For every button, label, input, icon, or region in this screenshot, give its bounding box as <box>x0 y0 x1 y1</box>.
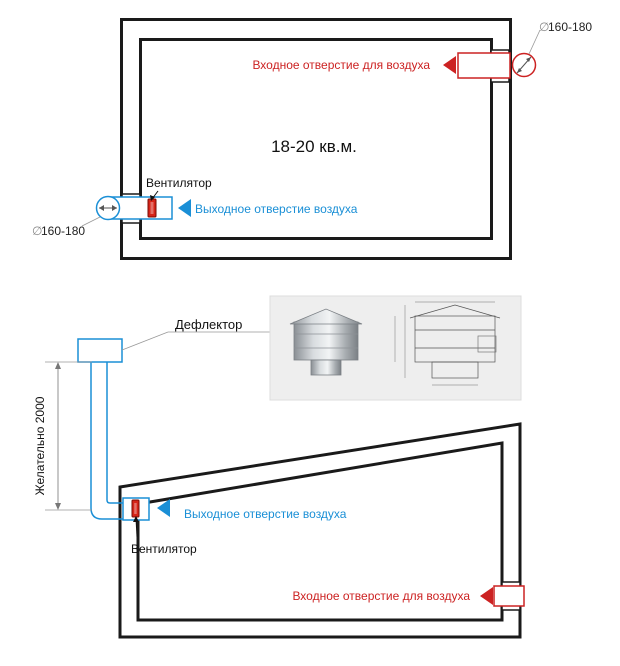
drawing-cap <box>409 304 501 319</box>
top-inlet-label: Входное отверстие для воздуха <box>252 58 430 72</box>
fan-icon-slot <box>150 202 154 214</box>
arrow-head-icon <box>133 516 139 522</box>
deflector-body <box>293 321 359 361</box>
arrow-head-icon <box>55 503 61 510</box>
deflector-cap <box>289 308 363 325</box>
vent-duct: Вентилятор <box>77 338 197 556</box>
drawing-bracket <box>477 335 497 353</box>
bottom-room-outer-wall <box>118 422 522 639</box>
bottom-room-inner-wall <box>136 441 504 622</box>
bottom-outlet-label: Выходное отверстие воздуха <box>184 507 347 521</box>
top-room-outer-wall <box>120 18 512 260</box>
top-inlet: Входное отверстие для воздуха ∅ 160-180 <box>252 20 592 83</box>
arrow-head-icon <box>517 68 522 73</box>
top-inlet-diameter-symbol: ∅ <box>539 20 549 34</box>
bottom-inlet: Входное отверстие для воздуха <box>292 581 525 611</box>
drawing-pipe <box>431 361 479 379</box>
deflector-label: Дефлектор <box>175 317 242 332</box>
room-area-label: 18-20 кв.м. <box>271 137 357 156</box>
arrow-left-icon <box>480 587 493 605</box>
deflector-leader <box>121 331 169 351</box>
top-inlet-leader <box>528 29 541 55</box>
top-room-inner-wall <box>139 38 493 240</box>
top-outlet-diameter-symbol: ∅ <box>32 224 42 238</box>
deflector-photo-icon <box>289 308 363 376</box>
bottom-inlet-duct <box>493 585 525 607</box>
top-fan-label: Вентилятор <box>146 176 212 190</box>
arrow-head-icon <box>150 195 155 201</box>
deflector-pipe <box>310 359 342 376</box>
arrow-left-icon <box>157 499 170 517</box>
duct-outer-line <box>90 362 128 520</box>
bottom-inlet-label: Входное отверстие для воздуха <box>292 589 470 603</box>
deflector-inset <box>269 295 522 401</box>
arrow-left-icon <box>178 199 191 217</box>
arrow-head-icon <box>526 57 531 62</box>
top-outlet-diameter-label: 160-180 <box>41 224 85 238</box>
deflector-drawing-icon <box>394 301 501 386</box>
fan-icon-slot <box>134 503 137 514</box>
duct-inner-line <box>106 362 128 504</box>
deflector-cap-icon <box>77 338 123 363</box>
top-outlet-leader <box>81 216 101 227</box>
arrow-head-icon <box>112 205 117 211</box>
arrow-head-icon <box>99 205 104 211</box>
height-dimension: Желательно 2000 <box>33 361 92 511</box>
top-outlet-label: Выходное отверстие воздуха <box>195 202 358 216</box>
bottom-fan-label: Вентилятор <box>131 542 197 556</box>
arrow-left-icon <box>443 56 456 74</box>
height-label: Желательно 2000 <box>33 396 47 495</box>
top-room-plan: 18-20 кв.м. Входное отверстие для воздух… <box>32 18 592 260</box>
arrow-head-icon <box>55 362 61 369</box>
top-inlet-duct <box>457 52 511 79</box>
bottom-room-section: Вентилятор Дефлектор Желательно 2000 Вых… <box>33 317 525 639</box>
top-outlet: Вентилятор Выходное отверстие воздуха ∅ … <box>32 176 358 238</box>
top-inlet-diameter-label: 160-180 <box>548 20 592 34</box>
